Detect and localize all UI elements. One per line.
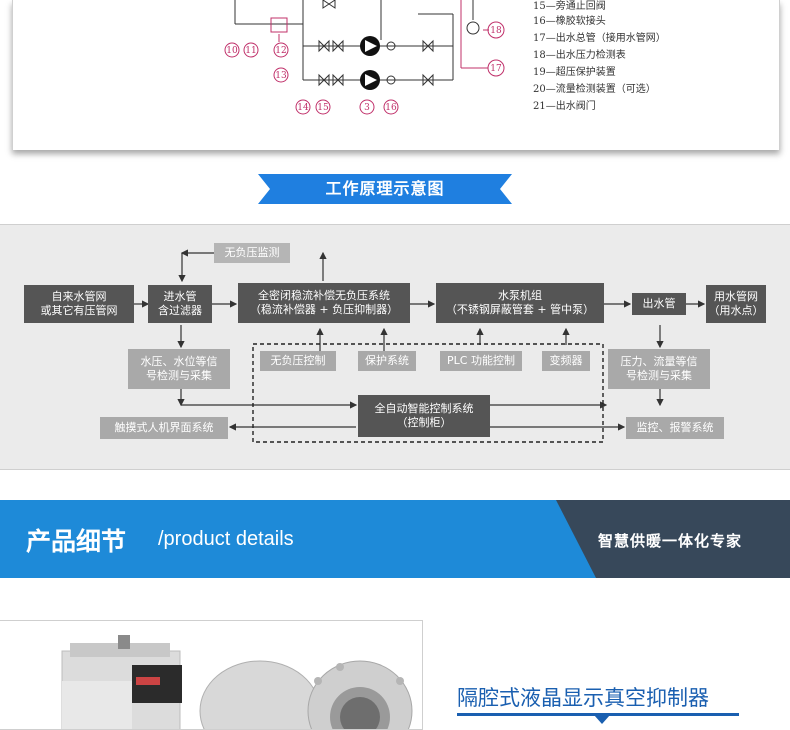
valve-icon bbox=[322, 0, 336, 9]
sealed-system-box: 全密闭稳流补偿无负压系统 （稳流补偿器 + 负压抑制器） bbox=[238, 283, 410, 323]
product-details-subtitle: /product details bbox=[158, 528, 294, 550]
product-name: 隔腔式液晶显示真空抑制器 bbox=[457, 686, 709, 710]
no-negative-pressure-monitor-box: 无负压监测 bbox=[214, 243, 290, 263]
svg-text:18: 18 bbox=[490, 26, 502, 36]
product-image-card bbox=[0, 620, 423, 730]
marker-3: 3 bbox=[359, 99, 375, 115]
outlet-pipe-box: 出水管 bbox=[632, 293, 686, 315]
user-network-box: 用水管网 （用水点） bbox=[706, 285, 766, 323]
inverter-box: 变频器 bbox=[542, 351, 590, 371]
marker-12: 12 bbox=[273, 42, 289, 58]
joint-icon bbox=[386, 41, 396, 51]
svg-text:10: 10 bbox=[226, 46, 238, 56]
vacuum-suppressor-image bbox=[0, 621, 422, 729]
svg-text:13: 13 bbox=[275, 71, 287, 81]
working-principle-diagram: 无负压监测 自来水管网 或其它有压管网 进水管 含过滤器 全密闭稳流补偿无负压系… bbox=[0, 224, 790, 470]
legend-item: 15—旁通止回阀 bbox=[533, 1, 606, 12]
brand-slogan: 智慧供暖一体化专家 bbox=[598, 532, 743, 550]
valve-icon bbox=[422, 39, 434, 53]
protection-system-box: 保护系统 bbox=[358, 351, 416, 371]
product-details-header: 产品细节 /product details 智慧供暖一体化专家 bbox=[0, 500, 790, 578]
svg-text:15: 15 bbox=[317, 103, 329, 113]
legend-item: 17—出水总管（接用水管网） bbox=[533, 33, 666, 44]
pump-schematic-panel: 10 11 12 13 14 15 3 16 17 18 15—旁通止回阀 16… bbox=[12, 0, 780, 150]
pump-unit-box: 水泵机组 （不锈钢屏蔽管套 + 管中泵） bbox=[436, 283, 604, 323]
banner-title: 工作原理示意图 bbox=[325, 179, 445, 198]
underline-pointer-icon bbox=[594, 715, 610, 724]
header-dark-accent bbox=[556, 500, 790, 578]
legend-item: 21—出水阀门 bbox=[533, 101, 596, 112]
valve-icon bbox=[332, 39, 344, 53]
monitor-alarm-box: 监控、报警系统 bbox=[626, 417, 724, 439]
svg-text:14: 14 bbox=[297, 103, 309, 113]
inlet-pipe-box: 进水管 含过滤器 bbox=[148, 285, 212, 323]
svg-text:12: 12 bbox=[275, 46, 286, 56]
valve-icon bbox=[422, 73, 434, 87]
no-negative-control-box: 无负压控制 bbox=[260, 351, 336, 371]
marker-14: 14 bbox=[295, 99, 311, 115]
auto-control-cabinet-box: 全自动智能控制系统 （控制柜） bbox=[358, 395, 490, 437]
svg-text:11: 11 bbox=[245, 46, 256, 56]
pressure-gauge-icon bbox=[466, 21, 480, 35]
marker-15: 15 bbox=[315, 99, 331, 115]
svg-text:16: 16 bbox=[385, 103, 397, 113]
marker-17: 17 bbox=[487, 59, 505, 77]
outlet-signal-sensing-box: 压力、流量等信 号检测与采集 bbox=[608, 349, 710, 389]
valve-icon bbox=[318, 39, 330, 53]
section-banner: 工作原理示意图 bbox=[258, 172, 512, 206]
legend-item: 20—流量检测装置（可选） bbox=[533, 84, 656, 95]
banner-wings bbox=[258, 174, 512, 204]
legend-item: 16—橡胶软接头 bbox=[533, 16, 606, 27]
marker-10: 10 bbox=[224, 42, 240, 58]
svg-text:17: 17 bbox=[490, 64, 502, 74]
plc-control-box: PLC 功能控制 bbox=[440, 351, 522, 371]
banner-bar bbox=[280, 174, 490, 204]
pump-schematic: 10 11 12 13 14 15 3 16 17 18 bbox=[224, 0, 505, 115]
marker-11: 11 bbox=[243, 42, 259, 58]
inlet-signal-sensing-box: 水压、水位等信 号检测与采集 bbox=[128, 349, 230, 389]
legend-item: 18—出水压力检测表 bbox=[533, 50, 626, 61]
legend-item: 19—超压保护装置 bbox=[533, 67, 616, 78]
joint-icon bbox=[386, 75, 396, 85]
product-name-underline bbox=[457, 713, 739, 716]
valve-icon bbox=[318, 73, 330, 87]
filter-icon bbox=[270, 17, 288, 33]
pump-arrow-icon bbox=[365, 40, 377, 52]
control-group-boundary bbox=[252, 343, 604, 443]
marker-16: 16 bbox=[383, 99, 399, 115]
pump-arrow-icon bbox=[365, 74, 377, 86]
hmi-system-box: 触摸式人机界面系统 bbox=[100, 417, 228, 439]
valve-icon bbox=[332, 73, 344, 87]
source-network-box: 自来水管网 或其它有压管网 bbox=[24, 285, 134, 323]
svg-text:3: 3 bbox=[364, 103, 370, 113]
marker-18: 18 bbox=[487, 21, 505, 39]
product-details-title: 产品细节 bbox=[26, 527, 127, 556]
marker-13: 13 bbox=[273, 67, 289, 83]
